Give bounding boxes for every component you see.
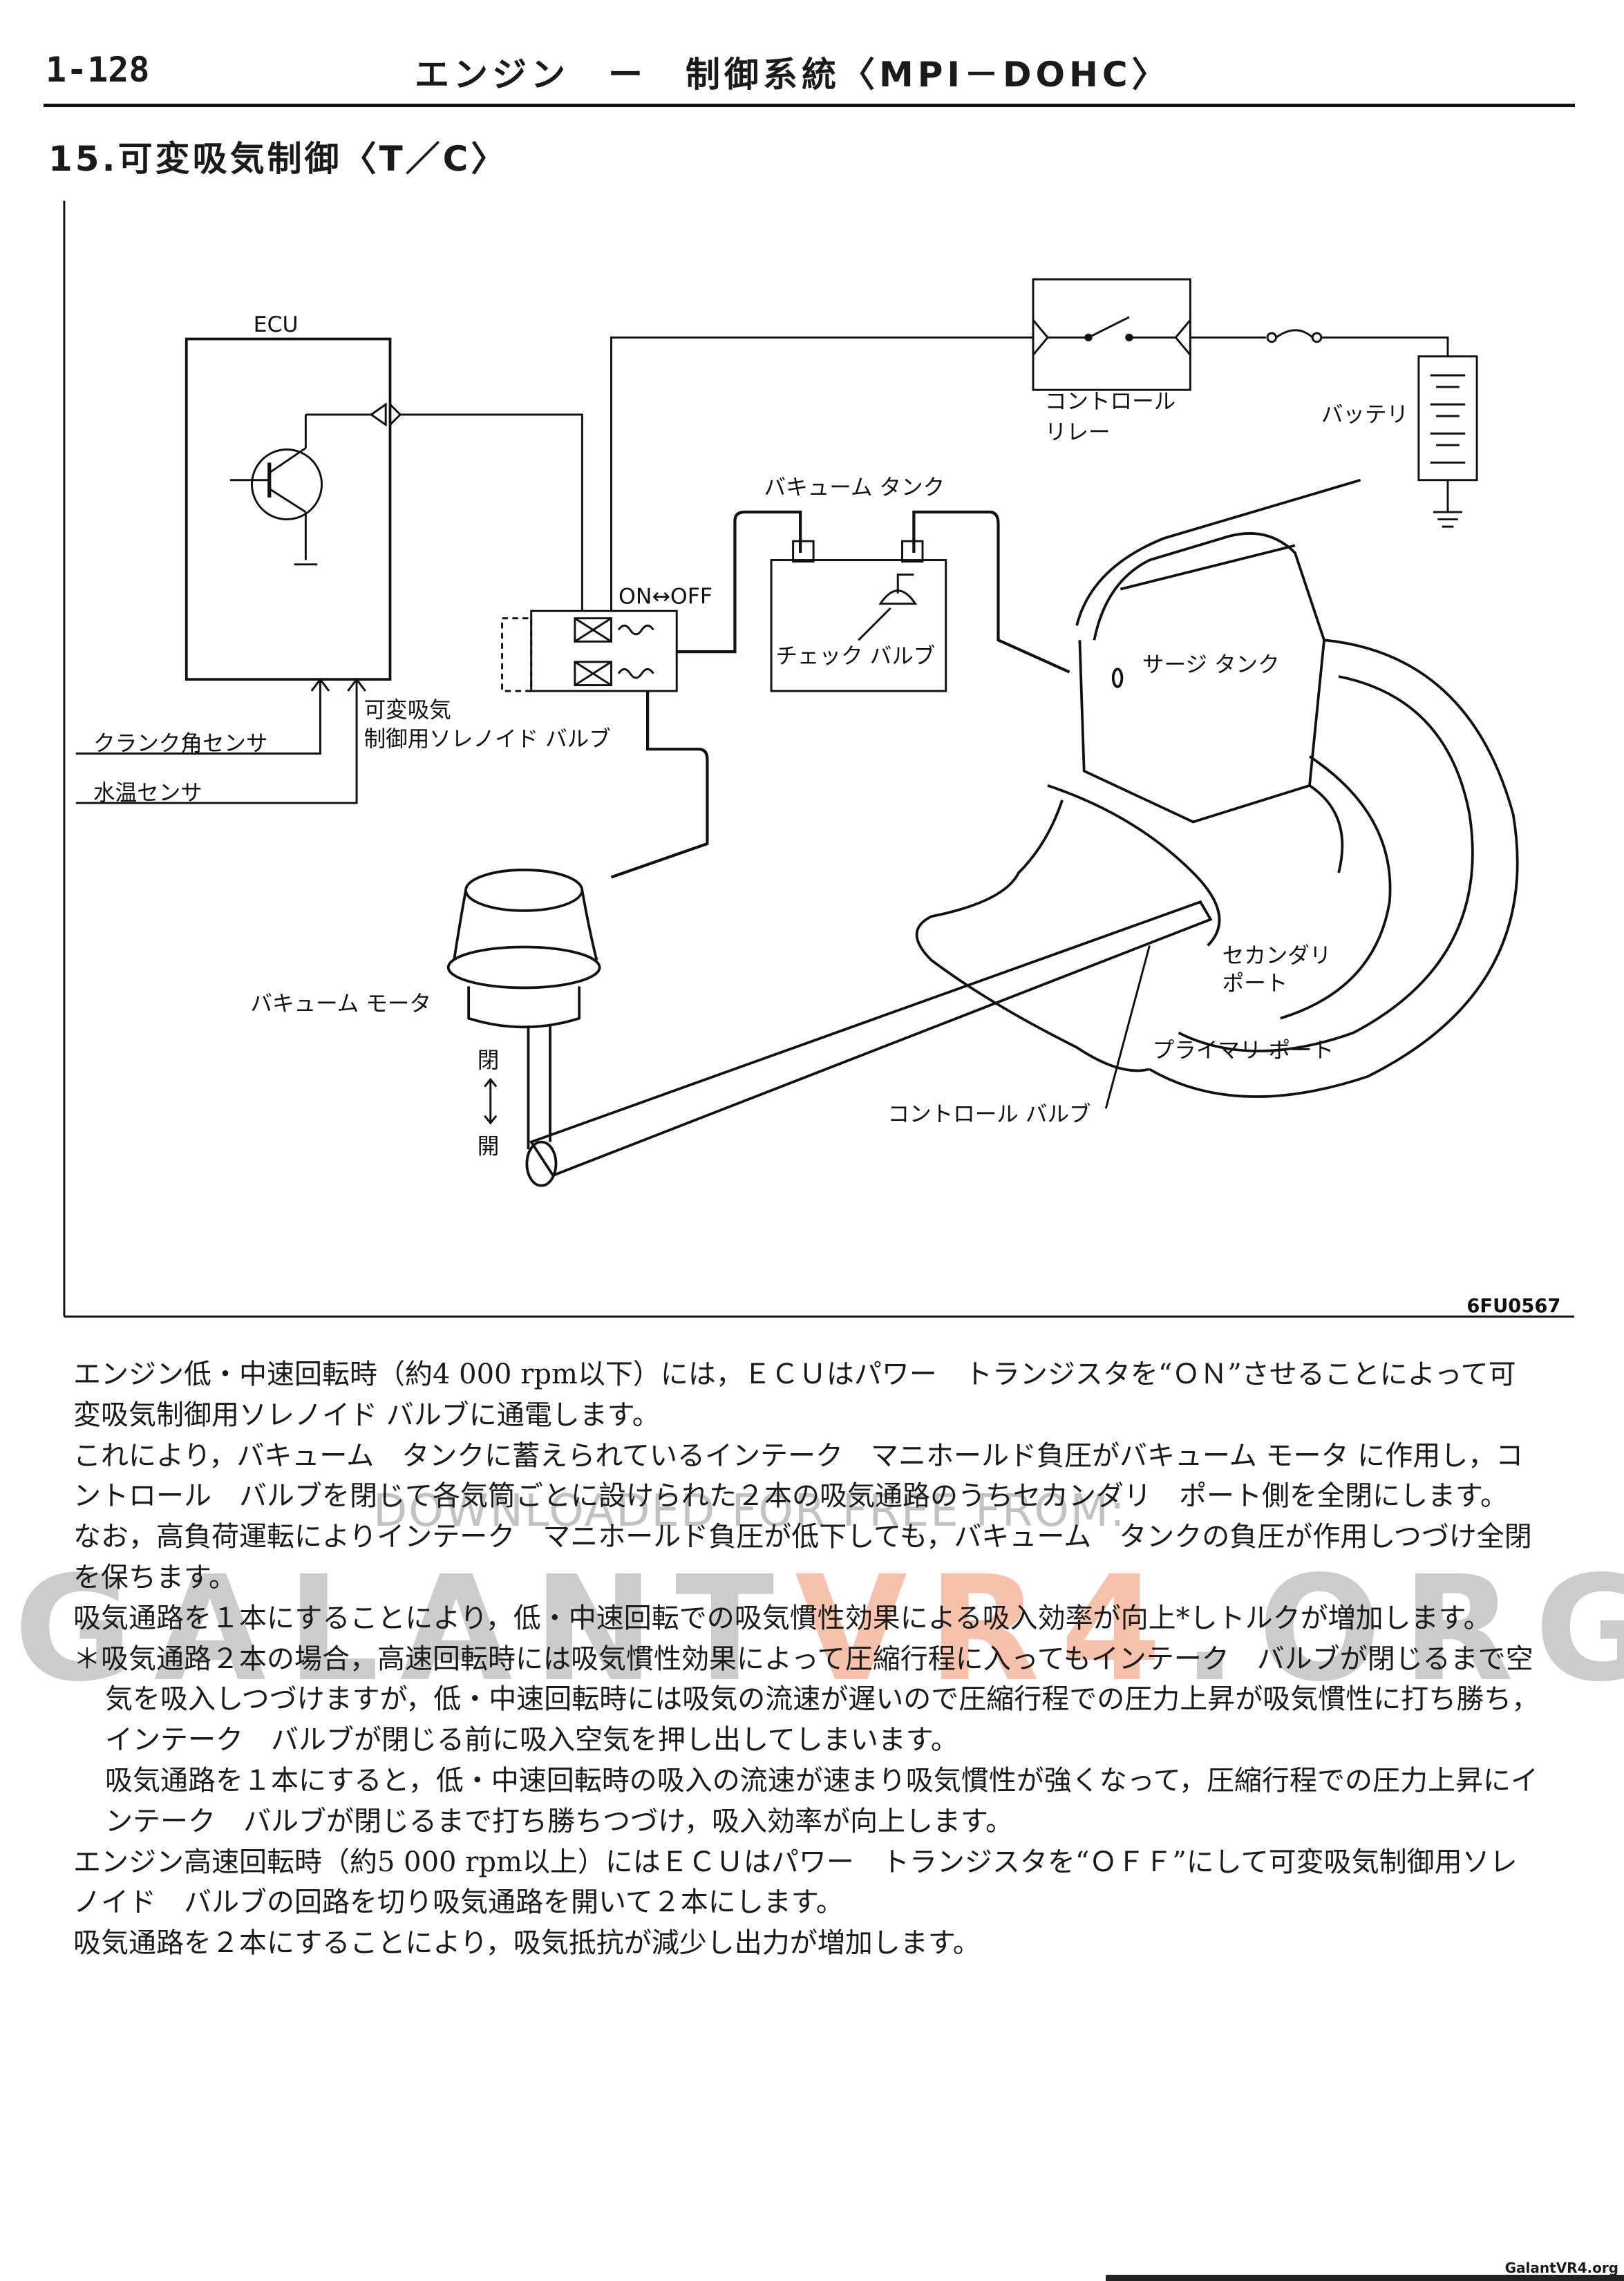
section-title: 15.可変吸気制御〈T／C〉 [48,139,509,179]
body-line: 変吸気制御用ソレノイド バルブに通電します。 [73,1399,660,1431]
control-valve-label: コントロール バルブ [887,1102,1090,1127]
control-relay-label-2: リレー [1045,420,1111,445]
secondary-port-label-1: セカンダリ [1222,944,1332,969]
wiring [75,329,1449,804]
scan-edge-bar [1106,2275,1624,2281]
vacuum-tank [770,540,947,692]
vacuum-hoses [610,510,1070,879]
body-line: エンジン低・中速回転時（約4 000 rpm以下）には，ＥＣＵはパワー トランジ… [73,1359,1516,1390]
crank-sensor-label: クランク角センサ [93,731,268,756]
body-line: 吸気通路を１本にすると，低・中速回転時の吸入の流速が速まり吸気慣性が強くなって，… [105,1764,1538,1797]
body-line: 吸気通路を２本にすることにより，吸気抵抗が減少し出力が増加します。 [73,1927,981,1960]
fuse-icon [1275,329,1314,339]
body-line: ントロール バルブを閉じて各気筒ごとに設けられた２本の吸気通路のうちセカンダリ … [73,1480,1508,1513]
body-line: 吸気通路を１本にすることにより，低・中速回転での吸気慣性効果による吸入効率が向上… [73,1602,1491,1634]
control-relay [1032,278,1191,391]
vacuum-motor-label: バキューム モータ [250,992,431,1016]
vacuum-motor [446,869,1213,1187]
body-line: インテーク バルブが閉じる前に吸入空気を押し出してしまいます。 [105,1724,959,1757]
solenoid-valve [501,609,678,692]
open-label: 開 [478,1134,500,1159]
body-line: 気を吸入しつづけますが，低・中速回転時には吸気の流速が遅いので圧縮行程での圧力上… [105,1683,1540,1716]
water-temp-sensor-label: 水温センサ [93,781,202,806]
watermark-site: GALANTVR4.ORG [14,1544,1624,1714]
check-valve-icon [878,574,918,605]
watermark-download-text: DOWNLOADED FOR FREE FROM: [373,1486,1126,1537]
transistor-icon [251,448,323,521]
surge-tank-label: サージ タンク [1142,653,1280,678]
body-text: エンジン低・中速回転時（約4 000 rpm以下）には，ＥＣＵはパワー トランジ… [73,1354,1539,1964]
corner-site-mark: GalantVR4.org [1504,2260,1618,2276]
surge-tank [915,478,1519,1098]
watermark-site-b: VR4 [795,1544,1182,1714]
battery-icon [1417,355,1478,528]
battery-label: バッテリ [1321,403,1408,428]
page-title: エンジン ー 制御系統〈MPI－DOHC〉 [415,55,1171,95]
closed-label: 閉 [478,1048,500,1073]
body-line: これにより，バキューム タンクに蓄えられているインテーク マニホールド負圧がバキ… [73,1439,1524,1472]
control-relay-label-1: コントロール [1045,390,1175,415]
figure-id: 6FU0567 [1466,1296,1560,1317]
body-line: ノイド バルブの回路を切り吸気通路を開いて２本にします。 [73,1886,844,1919]
page-number: 1-128 [46,50,150,90]
ecu-label: ECU [254,312,299,337]
body-line: を保ちます。 [73,1561,236,1593]
watermark-site-a: GALANT [14,1544,795,1714]
body-line: ンテーク バルブが閉じるまで打ち勝ちつづけ，吸入効率が向上します。 [105,1805,1013,1837]
solenoid-label-1: 可変吸気 [364,698,451,723]
secondary-port-label-2: ポート [1222,972,1288,996]
on-off-label: ON↔OFF [619,585,712,609]
body-line: なお，高負荷運転によりインテーク マニホールド負圧が低下しても，バキューム タン… [73,1521,1532,1553]
control-valve-leader [1104,945,1151,1109]
vacuum-tank-label: バキューム タンク [764,475,945,500]
solenoid-label-2: 制御用ソレノイド バルブ [364,727,611,752]
open-close-arrow-icon [484,1077,498,1125]
diagram-frame [63,200,1575,1318]
body-line: ＊吸気通路２本の場合，高速回転時には吸気慣性効果によって圧縮行程に入ってもインテ… [73,1643,1533,1675]
header-rule [44,104,1575,107]
control-linkage-rod [529,900,1213,1177]
ecu-box [185,337,402,681]
primary-port-label: プライマリ ポート [1153,1039,1334,1063]
watermark-site-c: .ORG [1182,1544,1624,1714]
body-line: エンジン高速回転時（約5 000 rpm以上）にはＥＣＵはパワー トランジスタを… [73,1846,1518,1878]
check-valve-label: チェック バルブ [775,644,935,669]
